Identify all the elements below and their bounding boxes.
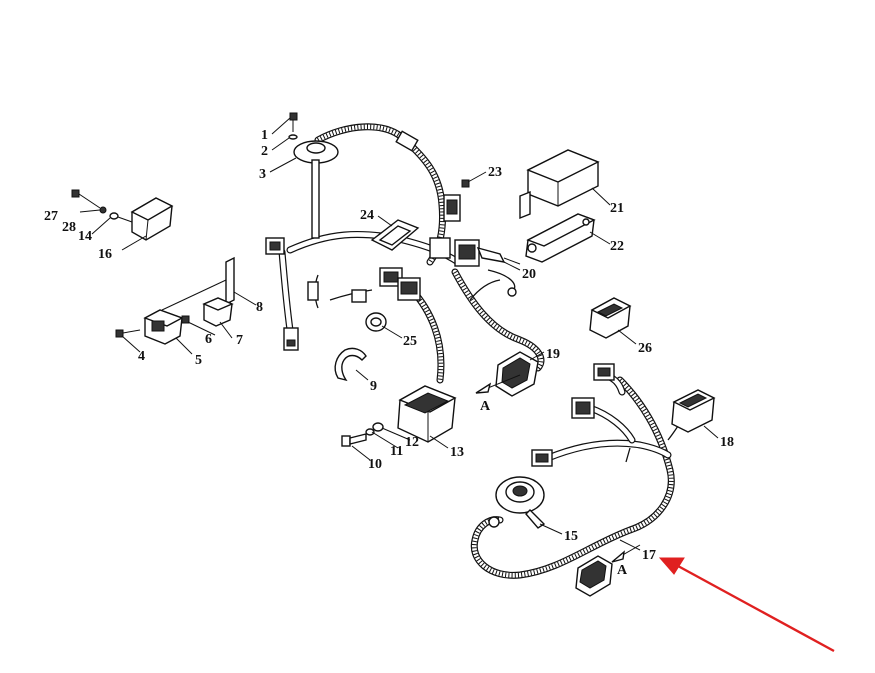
label-6: 6	[205, 332, 212, 347]
leader-lines	[79, 117, 719, 551]
fuel-sender	[292, 118, 339, 239]
screw-1	[289, 112, 298, 121]
label-19: 19	[546, 347, 560, 362]
label-26: 26	[638, 341, 652, 356]
screw-23	[461, 179, 470, 188]
washer-28	[99, 206, 107, 214]
label-5: 5	[195, 353, 202, 368]
ignition-switch-15	[495, 476, 546, 529]
ecu-21	[519, 149, 600, 220]
label-9: 9	[370, 379, 377, 394]
connector-17-end	[575, 555, 613, 597]
label-25: 25	[403, 334, 417, 349]
washer-2	[288, 134, 298, 140]
connector-19	[495, 351, 539, 397]
washer-14	[109, 212, 133, 223]
label-16: 16	[98, 247, 112, 262]
label-14: 14	[78, 229, 92, 244]
bolt-10	[341, 433, 367, 447]
relay-7	[202, 297, 234, 327]
label-3: 3	[259, 167, 266, 182]
bolt-27	[71, 189, 101, 209]
bracket-8	[161, 256, 235, 311]
label-21: 21	[610, 201, 624, 216]
relay-box-13	[397, 385, 457, 443]
screw-4	[115, 329, 141, 338]
label-1: 1	[261, 128, 268, 143]
label-15: 15	[564, 529, 578, 544]
label-7: 7	[236, 333, 243, 348]
label-12: 12	[405, 435, 419, 450]
label-22: 22	[610, 239, 624, 254]
switch-18	[671, 389, 716, 433]
bracket-22	[525, 213, 596, 263]
clamp-25	[365, 312, 387, 332]
part-labels: 1 2 3 4 5 6 7 8 9 10 11 12 13 14 15 16 1…	[44, 128, 734, 578]
highlight-arrow	[658, 557, 835, 653]
label-8: 8	[256, 300, 263, 315]
lower-connectors	[488, 363, 615, 528]
washer-12	[372, 422, 384, 432]
screw-6	[181, 315, 190, 324]
harness-connectors	[265, 130, 517, 351]
sensor-20	[476, 246, 521, 265]
label-28: 28	[62, 220, 76, 235]
label-2: 2	[261, 144, 268, 159]
label-27: 27	[44, 209, 58, 224]
label-10: 10	[368, 457, 382, 472]
label-4: 4	[138, 349, 145, 364]
label-24: 24	[360, 208, 374, 223]
view-marker-a-upper: A	[480, 399, 491, 414]
label-17: 17	[642, 548, 656, 563]
grommet-24	[370, 219, 420, 251]
label-18: 18	[720, 435, 734, 450]
view-arrow-upper	[475, 374, 521, 394]
module-16	[130, 197, 174, 241]
label-13: 13	[450, 445, 464, 460]
label-23: 23	[488, 165, 502, 180]
view-marker-a-lower: A	[617, 563, 628, 578]
washer-11	[365, 428, 375, 436]
label-20: 20	[522, 267, 536, 282]
switch-26	[589, 297, 632, 339]
label-11: 11	[390, 444, 403, 459]
cable-tie-9	[334, 347, 367, 382]
